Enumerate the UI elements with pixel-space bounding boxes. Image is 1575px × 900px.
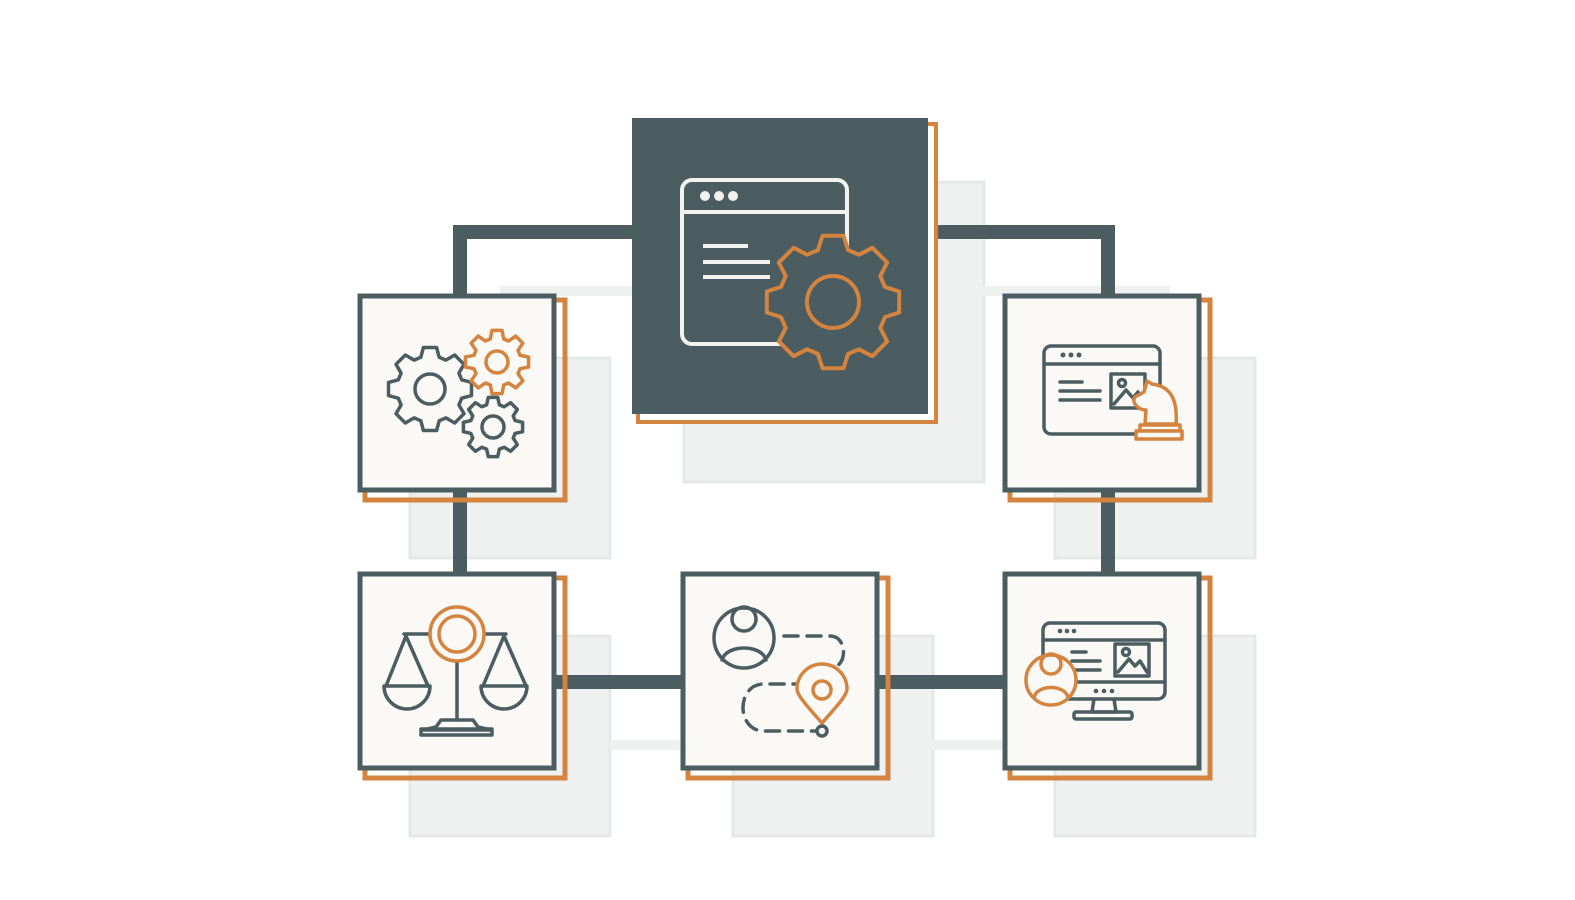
shadow-connector xyxy=(610,740,740,750)
bottom-middle-tile xyxy=(680,571,880,771)
monitor-user-icon xyxy=(1024,621,1167,721)
browser-gear-icon xyxy=(680,178,902,371)
bottom-right-node xyxy=(1002,571,1213,781)
top-left-node xyxy=(357,293,568,503)
hub-node xyxy=(632,118,938,424)
bottom-left-node xyxy=(357,571,568,781)
balance-scale-icon xyxy=(382,605,529,737)
shadow-connector xyxy=(930,740,1060,750)
shadow-connector xyxy=(930,286,1170,296)
connector-hub-top-left xyxy=(453,225,640,300)
user-journey-map-icon xyxy=(712,605,849,738)
connectors xyxy=(453,225,1115,689)
browser-chess-knight-icon xyxy=(1042,344,1184,441)
connector-hub-top-right xyxy=(925,225,1115,300)
shadow-connector xyxy=(500,286,690,296)
top-left-tile xyxy=(357,293,557,493)
bottom-middle-node xyxy=(680,571,891,781)
gears-icon xyxy=(386,328,531,459)
top-right-node xyxy=(1002,293,1213,503)
